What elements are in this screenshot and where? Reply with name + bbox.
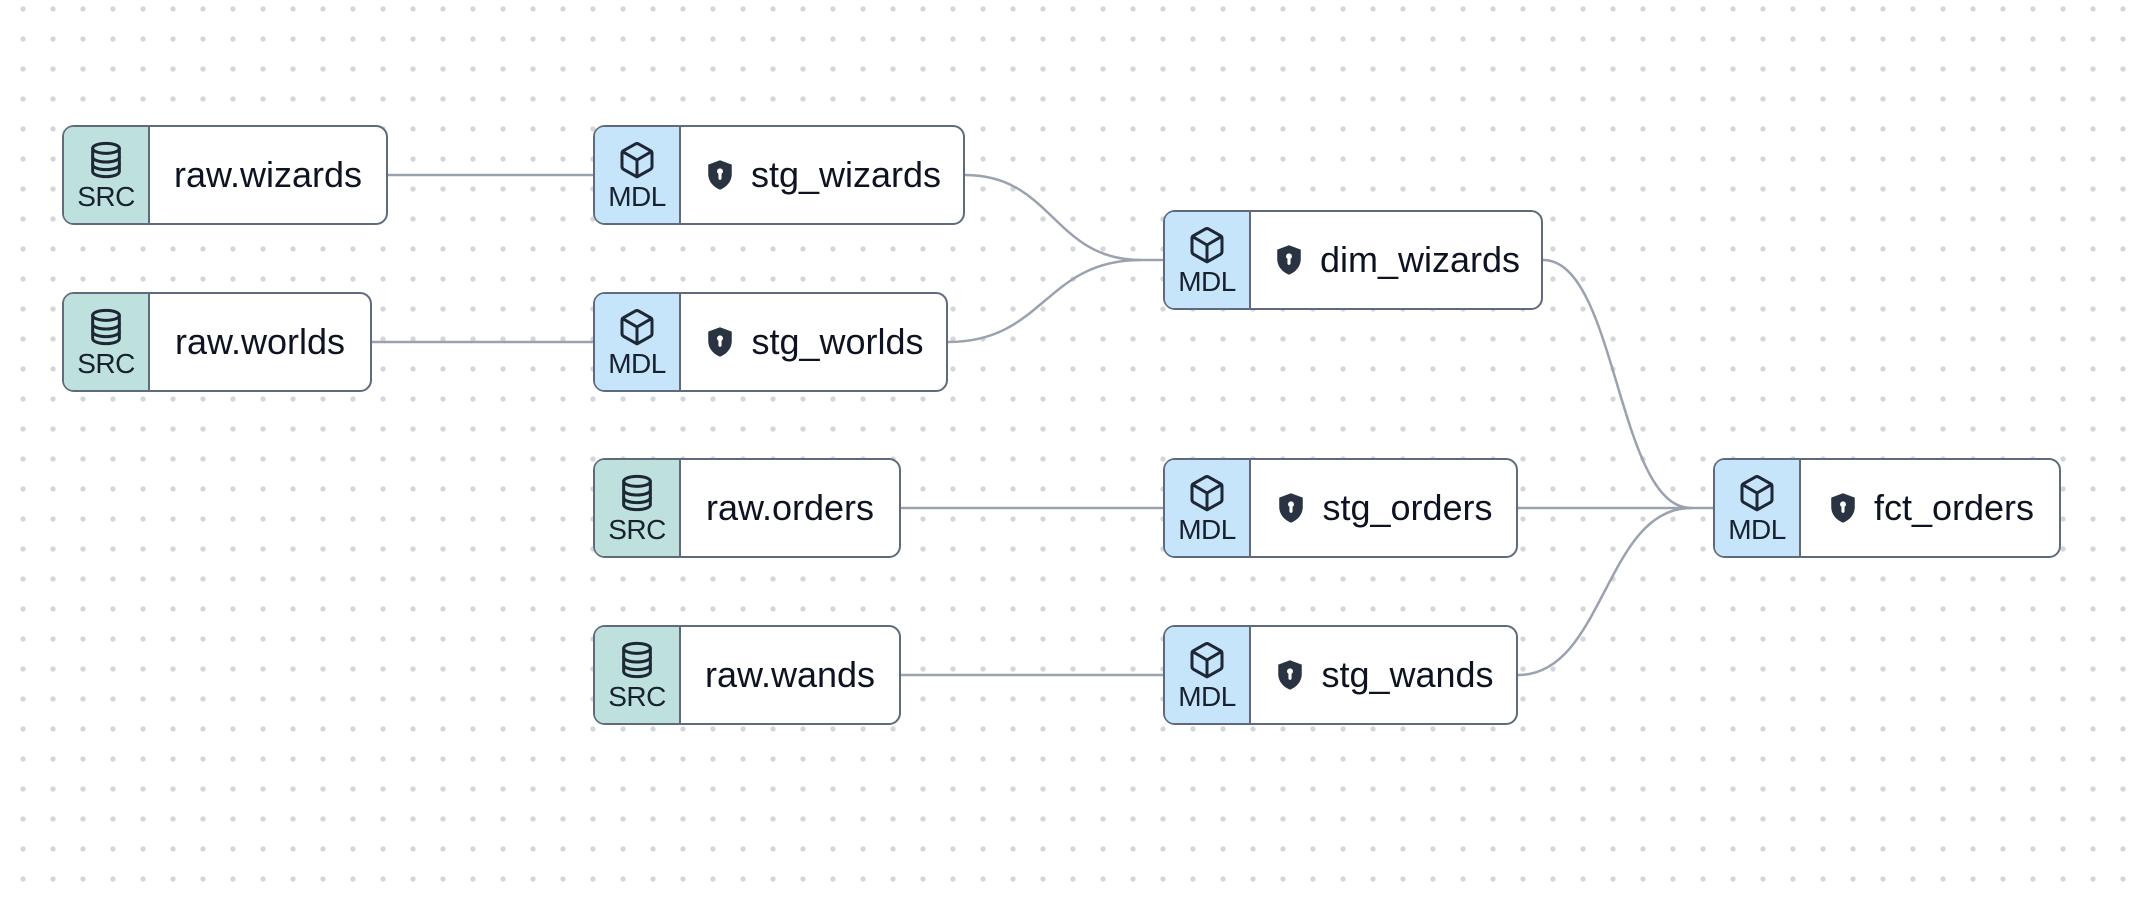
node-type-badge: MDL: [595, 294, 681, 390]
node-body: raw.orders: [681, 460, 899, 556]
node-label: stg_wands: [1321, 654, 1494, 695]
node-type-label: MDL: [1728, 513, 1786, 545]
node-type-badge: MDL: [1715, 460, 1801, 556]
node-body: raw.wands: [681, 627, 899, 723]
database-icon: [86, 140, 126, 180]
shield-lock-icon: [703, 158, 737, 192]
edge-stg_wizards-dim_wizards: [964, 173, 1142, 262]
node-type-label: SRC: [77, 347, 135, 379]
node-type-label: SRC: [77, 180, 135, 212]
node-type-badge: SRC: [595, 460, 681, 556]
node-dim-wizards[interactable]: MDL dim_wizards: [1163, 210, 1543, 310]
node-label: raw.wizards: [173, 154, 363, 195]
node-type-label: SRC: [608, 680, 666, 712]
node-raw-wizards[interactable]: SRC raw.wizards: [62, 125, 388, 225]
edge-dim_wizards-fct_orders: [1542, 258, 1692, 510]
node-label: stg_wizards: [750, 154, 942, 195]
shield-lock-icon: [1273, 658, 1307, 692]
edge-stg_worlds-dim_wizards: [947, 258, 1142, 344]
node-body: raw.worlds: [150, 294, 370, 390]
database-icon: [617, 640, 657, 680]
node-type-label: MDL: [1178, 680, 1236, 712]
node-label: stg_orders: [1322, 487, 1493, 528]
node-label: fct_orders: [1873, 487, 2035, 528]
node-raw-worlds[interactable]: SRC raw.worlds: [62, 292, 372, 392]
shield-lock-icon: [703, 325, 737, 359]
node-type-badge: MDL: [1165, 627, 1251, 723]
cube-icon: [1187, 225, 1227, 265]
node-type-badge: MDL: [595, 127, 681, 223]
node-body: stg_orders: [1251, 460, 1516, 556]
node-type-label: MDL: [1178, 265, 1236, 297]
node-type-badge: SRC: [64, 127, 150, 223]
cube-icon: [617, 140, 657, 180]
cube-icon: [617, 307, 657, 347]
cube-icon: [1187, 640, 1227, 680]
cube-icon: [1737, 473, 1777, 513]
node-stg-worlds[interactable]: MDL stg_worlds: [593, 292, 948, 392]
node-stg-orders[interactable]: MDL stg_orders: [1163, 458, 1518, 558]
database-icon: [617, 473, 657, 513]
shield-lock-icon: [1826, 491, 1860, 525]
database-icon: [86, 307, 126, 347]
node-body: stg_wands: [1251, 627, 1516, 723]
node-type-badge: MDL: [1165, 460, 1251, 556]
cube-icon: [1187, 473, 1227, 513]
node-label: stg_worlds: [751, 321, 924, 362]
node-type-badge: MDL: [1165, 212, 1251, 308]
node-type-label: SRC: [608, 513, 666, 545]
node-type-label: MDL: [608, 347, 666, 379]
node-fct-orders[interactable]: MDL fct_orders: [1713, 458, 2061, 558]
node-label: raw.worlds: [174, 321, 346, 362]
edge-stg_wands-fct_orders: [1517, 506, 1692, 677]
node-type-badge: SRC: [595, 627, 681, 723]
node-label: raw.orders: [705, 487, 875, 528]
node-stg-wands[interactable]: MDL stg_wands: [1163, 625, 1518, 725]
node-body: fct_orders: [1801, 460, 2059, 556]
node-type-badge: SRC: [64, 294, 150, 390]
node-type-label: MDL: [608, 180, 666, 212]
node-body: raw.wizards: [150, 127, 386, 223]
node-body: dim_wizards: [1251, 212, 1541, 308]
shield-lock-icon: [1274, 491, 1308, 525]
node-raw-orders[interactable]: SRC raw.orders: [593, 458, 901, 558]
node-label: dim_wizards: [1319, 239, 1521, 280]
node-stg-wizards[interactable]: MDL stg_wizards: [593, 125, 965, 225]
node-label: raw.wands: [704, 654, 876, 695]
node-body: stg_worlds: [681, 294, 946, 390]
node-raw-wands[interactable]: SRC raw.wands: [593, 625, 901, 725]
shield-lock-icon: [1272, 243, 1306, 277]
node-body: stg_wizards: [681, 127, 963, 223]
node-type-label: MDL: [1178, 513, 1236, 545]
